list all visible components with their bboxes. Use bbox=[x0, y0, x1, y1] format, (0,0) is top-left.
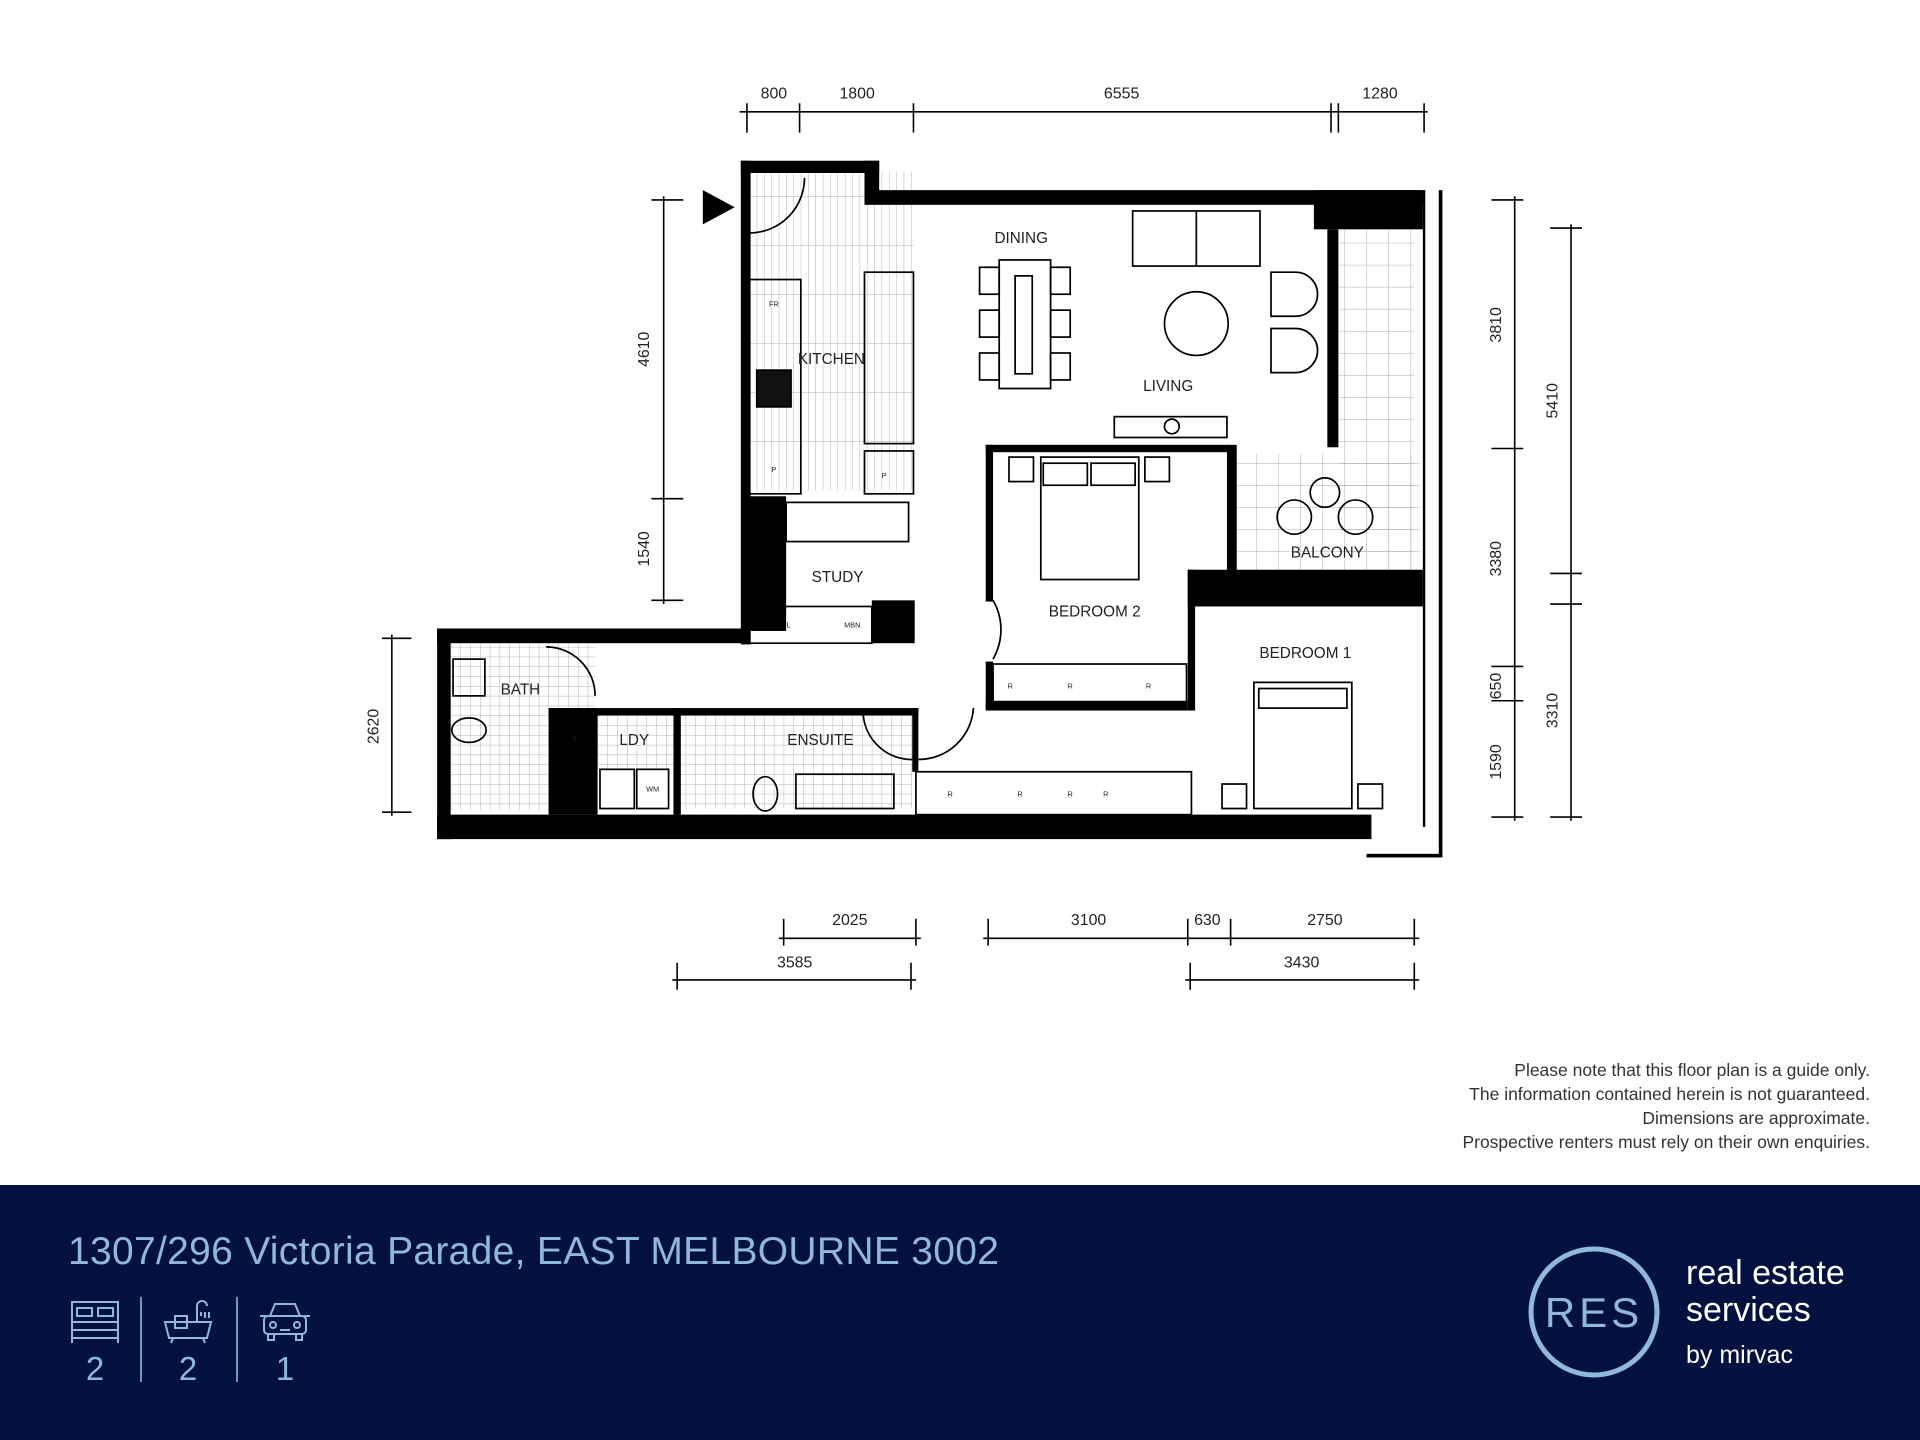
dimension-label: 800 bbox=[761, 85, 788, 102]
room-label-bedroom2: BEDROOM 2 bbox=[1049, 603, 1141, 620]
fixture-label: R bbox=[1068, 682, 1073, 691]
disclaimer-line: Please note that this floor plan is a gu… bbox=[1514, 1060, 1870, 1080]
disclaimer: Please note that this floor plan is a gu… bbox=[1462, 1058, 1870, 1154]
disclaimer-line: Prospective renters must rely on their o… bbox=[1462, 1132, 1870, 1152]
bathrooms-count: 2 bbox=[178, 1350, 198, 1387]
dimension-label: 3310 bbox=[1545, 693, 1562, 729]
dimension-label: 3585 bbox=[777, 955, 813, 972]
disclaimer-line: The information contained herein is not … bbox=[1469, 1084, 1870, 1104]
fixture-label: R bbox=[1146, 682, 1151, 691]
fixture-label: R bbox=[948, 789, 953, 798]
dimension-label: 2025 bbox=[832, 912, 868, 929]
disclaimer-line: Dimensions are approximate. bbox=[1642, 1108, 1870, 1128]
room-label-ensuite: ENSUITE bbox=[787, 732, 853, 749]
footer: 1307/296 Victoria Parade, EAST MELBOURNE… bbox=[0, 1185, 1920, 1440]
fixture-label: R bbox=[1008, 682, 1013, 691]
bedrooms-count: 2 bbox=[85, 1350, 105, 1387]
fixture-label: MBN bbox=[844, 620, 860, 629]
room-label-kitchen: KITCHEN bbox=[798, 351, 865, 368]
walls bbox=[437, 160, 1443, 858]
logo-letters: RES bbox=[1545, 1289, 1643, 1336]
bathrooms-feature: 2 bbox=[153, 1300, 223, 1388]
fixture-label: R bbox=[1103, 789, 1108, 798]
fixture-label: R bbox=[1017, 789, 1022, 798]
brand-name: real estate services by mirvac bbox=[1686, 1255, 1845, 1374]
dimension-label: 630 bbox=[1194, 912, 1221, 929]
res-logo: RES bbox=[1528, 1246, 1660, 1378]
divider bbox=[140, 1297, 142, 1382]
room-label-laundry: LDY bbox=[619, 732, 649, 749]
car-icon bbox=[260, 1303, 310, 1341]
dimension-label: 2750 bbox=[1307, 912, 1343, 929]
brand-tagline: by mirvac bbox=[1686, 1341, 1793, 1369]
brand-line: real estate bbox=[1686, 1254, 1845, 1292]
room-label-bath: BATH bbox=[501, 682, 541, 699]
parking-feature: 1 bbox=[250, 1300, 320, 1388]
dimension-label: 3100 bbox=[1071, 912, 1107, 929]
fixture-label: L bbox=[573, 734, 577, 743]
bed-icon bbox=[71, 1301, 119, 1343]
divider bbox=[236, 1297, 238, 1382]
fixture-label: WM bbox=[646, 784, 659, 793]
fixture-label: P bbox=[771, 465, 776, 474]
dimension-label: 1590 bbox=[1488, 744, 1505, 780]
entry-arrow-icon bbox=[702, 190, 735, 225]
dimension-label: 1540 bbox=[636, 531, 653, 567]
fixture-label: R bbox=[1068, 789, 1073, 798]
dimension-label: 3430 bbox=[1284, 955, 1320, 972]
room-label-balcony: BALCONY bbox=[1291, 544, 1364, 561]
dimension-label: 650 bbox=[1488, 673, 1505, 700]
room-label-study: STUDY bbox=[812, 569, 864, 586]
brand-line: services bbox=[1686, 1291, 1811, 1329]
room-label-living: LIVING bbox=[1143, 378, 1193, 395]
room-label-bedroom1: BEDROOM 1 bbox=[1259, 645, 1351, 662]
parking-count: 1 bbox=[275, 1350, 295, 1387]
dimension-label: 5410 bbox=[1545, 383, 1562, 419]
bedrooms-feature: 2 bbox=[60, 1300, 130, 1388]
dimension-label: 4610 bbox=[636, 331, 653, 367]
floor-finishes bbox=[450, 171, 1421, 811]
dimension-label: 2620 bbox=[365, 709, 382, 745]
dimension-label: 3810 bbox=[1488, 307, 1505, 343]
property-address: 1307/296 Victoria Parade, EAST MELBOURNE… bbox=[68, 1230, 1000, 1273]
furniture bbox=[450, 177, 1384, 816]
dimension-label: 1280 bbox=[1362, 85, 1398, 102]
dimension-lines bbox=[382, 103, 1583, 990]
room-label-dining: DINING bbox=[994, 230, 1048, 247]
fixture-label: L bbox=[787, 620, 791, 629]
dimension-label: 1800 bbox=[839, 85, 875, 102]
fixture-label: FR bbox=[769, 299, 779, 308]
floor-plan: DINING KITCHEN LIVING STUDY BEDROOM 2 BA… bbox=[365, 85, 1583, 990]
dimension-label: 3380 bbox=[1488, 541, 1505, 577]
dimension-label: 6555 bbox=[1104, 85, 1140, 102]
bath-icon bbox=[163, 1300, 213, 1344]
fixture-label: P bbox=[882, 471, 887, 480]
